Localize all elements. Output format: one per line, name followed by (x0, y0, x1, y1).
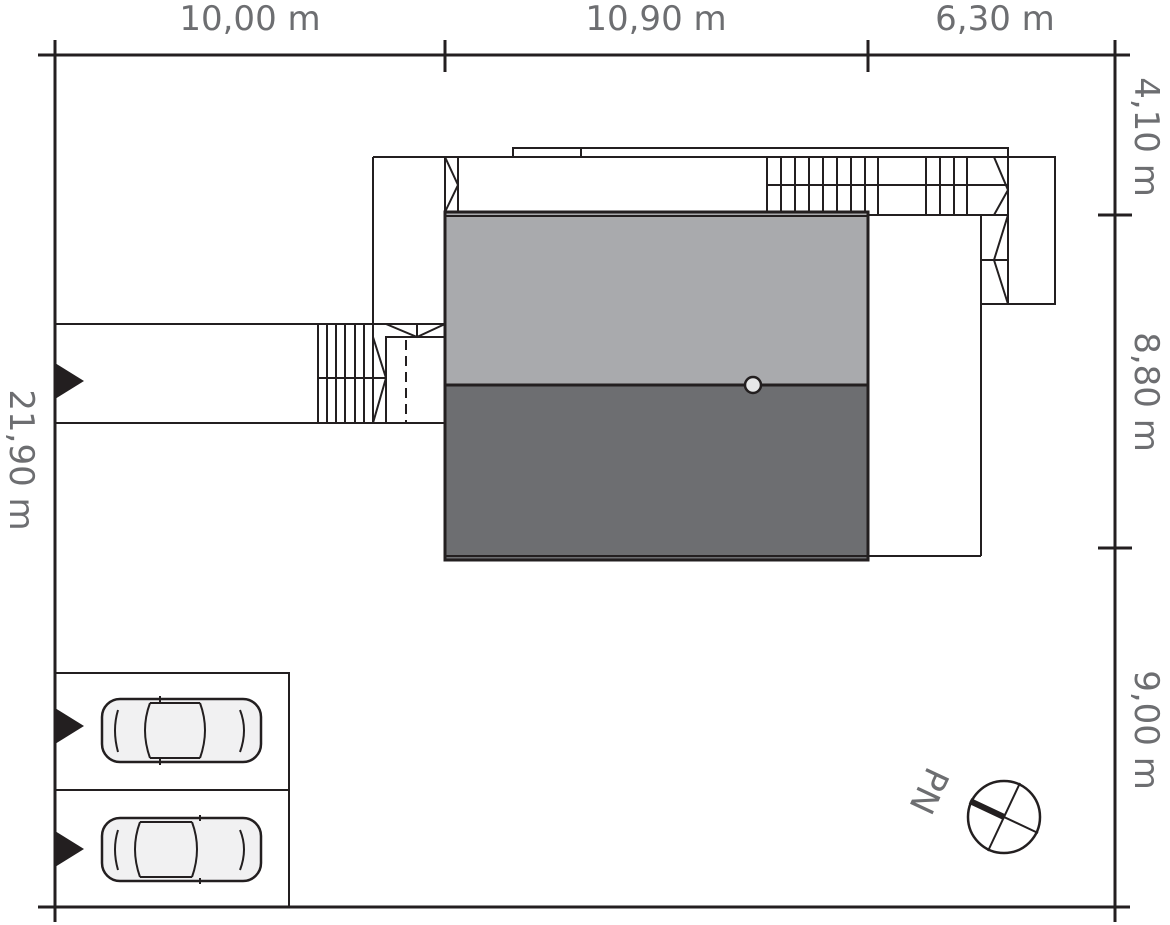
roof-dark-plane (443, 383, 870, 562)
dimension-left: 21,90 m (1, 389, 41, 530)
dimension-right-1: 4,10 m (1126, 77, 1166, 197)
terrace-outlines (372, 147, 1056, 557)
compass-label: PN (901, 761, 957, 820)
entrance-arrow-icon (55, 363, 84, 399)
roof-light-plane (443, 210, 870, 387)
car-icon (100, 696, 263, 765)
entrance-path (55, 323, 446, 424)
dimension-right-2: 8,80 m (1126, 332, 1166, 452)
stairs-top (444, 156, 1010, 305)
parking-arrow-icon (55, 708, 84, 744)
car-icon (100, 815, 263, 884)
chimney-marker (743, 375, 763, 395)
dimension-right-3: 9,00 m (1126, 670, 1166, 790)
north-compass-icon (966, 779, 1042, 855)
dimension-top-1: 10,00 m (179, 0, 320, 39)
plot-boundary (38, 40, 1132, 922)
dimension-top-2: 10,90 m (585, 0, 726, 39)
parking-spaces (55, 672, 290, 907)
house-roof (443, 210, 870, 562)
parking-arrow-icon (55, 831, 84, 867)
dimension-top-3: 6,30 m (935, 0, 1055, 39)
